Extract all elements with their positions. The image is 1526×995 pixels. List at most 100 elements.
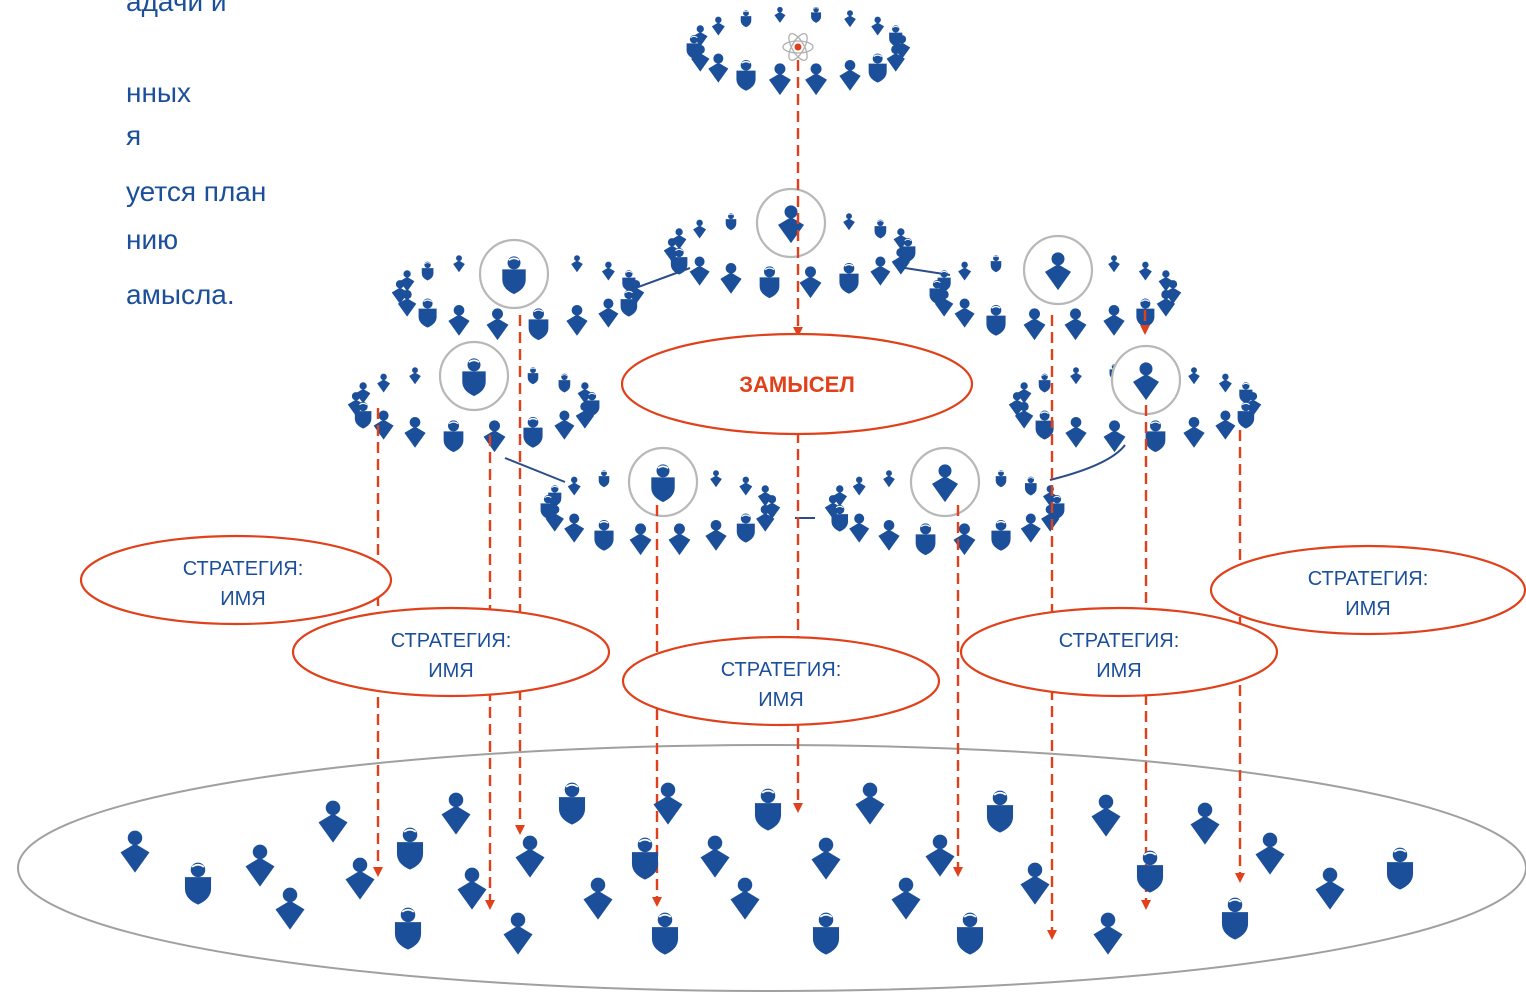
- person-icon: [442, 419, 465, 453]
- person-icon: [318, 800, 348, 843]
- person-icon: [396, 826, 424, 871]
- person-icon: [275, 887, 305, 930]
- person-icon: [558, 373, 571, 393]
- strategy-node-1: СТРАТЕГИЯ: ИМЯ: [79, 534, 393, 626]
- person-icon: [377, 373, 391, 393]
- text-line: я: [126, 120, 142, 151]
- person-icon: [1093, 912, 1123, 955]
- person-icon: [1138, 261, 1152, 281]
- person-icon: [811, 837, 841, 880]
- person-icon: [891, 877, 921, 920]
- person-icon: [571, 255, 583, 273]
- person-icon: [990, 519, 1012, 552]
- person-icon: [1238, 381, 1253, 404]
- strategy-node-2: СТРАТЕГИЯ: ИМЯ: [291, 606, 611, 698]
- person-icon: [730, 877, 760, 920]
- text-line: уется план: [126, 176, 267, 207]
- person-icon: [441, 792, 471, 835]
- atom-icon: [782, 33, 814, 61]
- person-icon: [805, 63, 828, 96]
- person-icon: [720, 262, 742, 294]
- leader-node: [478, 238, 550, 310]
- person-icon: [421, 261, 434, 281]
- person-icon: [1091, 794, 1121, 837]
- strategy-title: СТРАТЕГИЯ:: [721, 659, 842, 681]
- person-icon: [527, 366, 539, 385]
- person-icon: [601, 261, 615, 281]
- leader-node: [1110, 344, 1182, 416]
- person-icon: [554, 410, 575, 440]
- person-icon: [758, 265, 781, 299]
- person-icon: [708, 53, 729, 83]
- person-icon: [1108, 255, 1120, 273]
- leader-node: [1022, 234, 1094, 306]
- person-icon: [1386, 846, 1414, 891]
- person-icon: [394, 906, 422, 951]
- person-icon: [812, 911, 840, 956]
- person-icon: [953, 523, 976, 556]
- population-ellipse: [17, 744, 1526, 992]
- text-line: амысла.: [126, 279, 235, 310]
- strategy-node-5: СТРАТЕГИЯ: ИМЯ: [1209, 544, 1526, 636]
- person-icon: [1020, 513, 1041, 543]
- person-icon: [1144, 419, 1167, 453]
- person-icon: [883, 470, 895, 488]
- person-icon: [1024, 476, 1038, 496]
- person-icon: [486, 308, 509, 341]
- person-icon: [810, 6, 822, 24]
- person-icon: [564, 513, 585, 543]
- person-icon: [245, 844, 275, 887]
- person-icon: [629, 523, 652, 556]
- person-icon: [878, 519, 900, 551]
- text-line: нных: [126, 77, 192, 108]
- person-icon: [1065, 416, 1087, 448]
- person-icon: [483, 420, 506, 453]
- person-icon: [990, 254, 1002, 273]
- strategy-title: СТРАТЕГИЯ:: [1059, 630, 1180, 652]
- person-icon: [754, 787, 782, 832]
- person-icon: [503, 912, 533, 955]
- person-icon: [404, 416, 426, 448]
- person-icon: [710, 470, 722, 488]
- strategy-title: СТРАТЕГИЯ:: [183, 558, 304, 580]
- person-icon: [735, 59, 757, 92]
- person-icon: [915, 522, 937, 556]
- ground-people: [120, 781, 1414, 956]
- leader-node: [755, 187, 827, 259]
- person-icon: [870, 256, 891, 286]
- person-icon: [651, 911, 679, 956]
- person-icon: [1221, 896, 1249, 941]
- person-icon: [1070, 367, 1082, 385]
- leader-node: [627, 446, 699, 518]
- person-icon: [843, 213, 855, 231]
- leader-node: [438, 340, 510, 412]
- person-icon: [522, 416, 544, 449]
- person-icon: [184, 861, 212, 906]
- person-icon: [1064, 308, 1087, 341]
- person-icon: [631, 836, 659, 881]
- person-icon: [874, 219, 887, 239]
- leader-node: [909, 446, 981, 518]
- person-icon: [799, 266, 822, 299]
- idea-node: ЗАМЫСЕЛ: [620, 332, 974, 436]
- person-icon: [925, 834, 955, 877]
- person-icon: [1103, 304, 1125, 336]
- person-icon: [871, 16, 885, 36]
- person-icon: [774, 6, 786, 23]
- person-icon: [954, 298, 975, 328]
- person-icon: [739, 476, 753, 496]
- person-icon: [986, 789, 1014, 834]
- description-text: адачи и нных я уется план нию амысла.: [0, 0, 266, 340]
- person-icon: [567, 476, 581, 496]
- idea-label: ЗАМЫСЕЛ: [739, 372, 855, 397]
- person-icon: [689, 256, 710, 286]
- person-icon: [1020, 862, 1050, 905]
- person-icon: [668, 523, 691, 556]
- text-line: нию: [126, 224, 179, 255]
- person-icon: [345, 857, 375, 900]
- person-icon: [453, 255, 465, 273]
- person-icon: [855, 782, 885, 825]
- person-icon: [740, 9, 752, 28]
- person-icon: [711, 16, 725, 36]
- person-icon: [705, 519, 727, 551]
